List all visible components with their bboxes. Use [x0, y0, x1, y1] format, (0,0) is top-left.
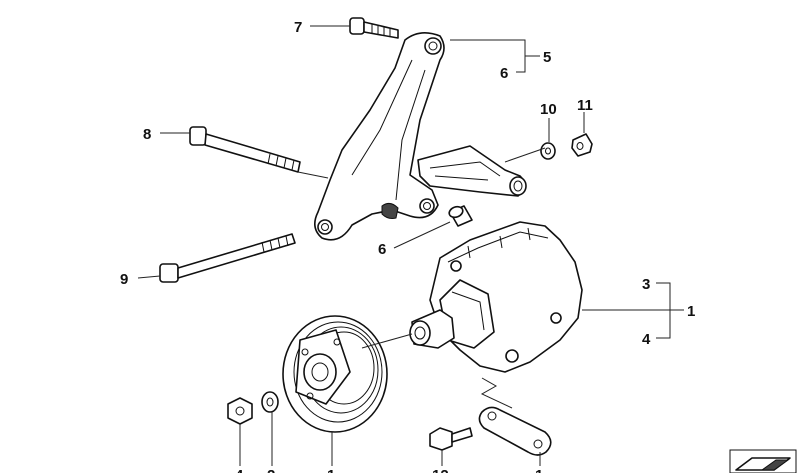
- link-plate: [478, 406, 552, 456]
- pulley: [282, 315, 388, 433]
- bolt-9: [159, 233, 296, 283]
- washer-lower: [261, 391, 279, 413]
- bracket-arm: [417, 145, 527, 197]
- nut-11: [571, 133, 593, 157]
- callout-3: 3: [642, 276, 650, 293]
- callout-bottom-1a: 1: [327, 467, 335, 473]
- pump-unit-1: [409, 221, 583, 373]
- callout-bottom-2: 2: [267, 467, 275, 473]
- bolt-8: [189, 126, 301, 173]
- spacer-sleeve-6: [448, 205, 473, 227]
- callout-1: 1: [687, 303, 695, 320]
- callout-9: 9: [120, 271, 128, 288]
- callout-6-mid: 6: [378, 241, 386, 258]
- callout-11: 11: [577, 97, 593, 114]
- bracket-upper: [314, 32, 445, 241]
- callout-10: 10: [540, 101, 557, 118]
- callout-bottom-1b: 1: [535, 467, 543, 473]
- callout-8: 8: [143, 126, 151, 143]
- callout-5: 5: [543, 49, 551, 66]
- callout-6-top: 6: [500, 65, 508, 82]
- callout-bottom-4: 4: [235, 467, 244, 473]
- leader-lines: [137, 25, 684, 466]
- washer-10: [540, 142, 556, 160]
- callout-7: 7: [294, 19, 302, 36]
- nut-lower: [227, 397, 253, 425]
- bolt-12: [429, 427, 473, 451]
- corner-arrow-icon: [729, 449, 797, 473]
- callout-4: 4: [642, 331, 651, 348]
- callout-bottom-12: 12: [432, 467, 449, 473]
- bolt-7: [349, 17, 399, 39]
